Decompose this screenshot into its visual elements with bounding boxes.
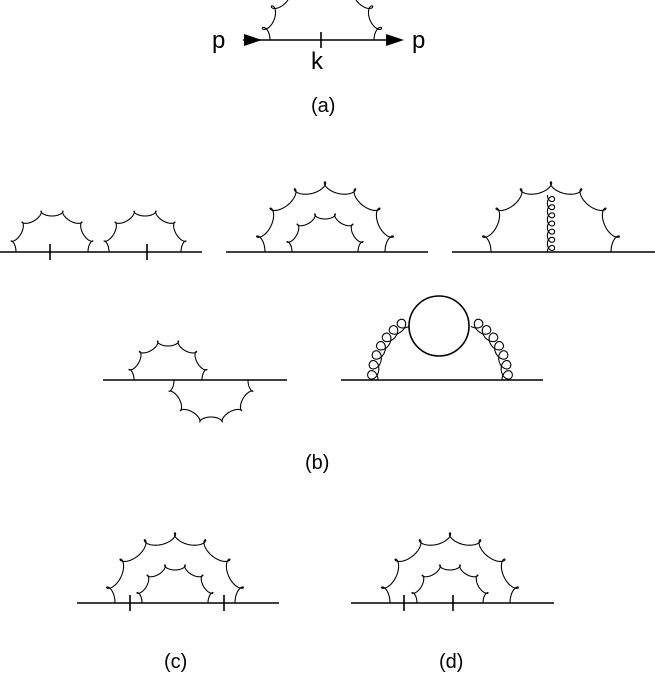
gluon-arc-a — [261, 0, 383, 41]
gluon-arc-inner — [136, 564, 214, 603]
gluon-arc-lower — [168, 380, 254, 423]
gluon-arc — [481, 181, 621, 253]
diagram-b3-gluon-exchange — [452, 181, 655, 253]
gluon-arc — [103, 210, 187, 252]
diagram-a: p p k (a) — [212, 0, 425, 117]
fermion-loop-bubble — [408, 295, 470, 357]
caption-c: (c) — [164, 651, 187, 673]
diagram-c: (c) — [77, 532, 279, 673]
gluon-arc-inner — [286, 213, 364, 252]
gluon-arc-right — [470, 318, 513, 381]
gluon-arc-outer — [255, 181, 395, 253]
gluon-arc — [10, 210, 94, 252]
caption-b: (b) — [305, 452, 329, 474]
momentum-label-k: k — [311, 48, 324, 75]
incoming-arrow — [244, 34, 262, 46]
gluon-arc-outer — [105, 532, 245, 604]
diagram-b4-crossed — [103, 340, 287, 423]
diagram-b1-two-rainbows — [0, 210, 202, 260]
diagram-b5-gluon-bubble — [341, 295, 543, 381]
diagram-b2-nested-rainbow — [226, 181, 428, 253]
gluon-vertical — [546, 194, 556, 253]
gluon-arc-left — [367, 318, 410, 381]
diagram-d: (d) — [351, 532, 554, 673]
gluon-arc-outer — [380, 532, 520, 604]
outgoing-arrow — [386, 34, 404, 46]
caption-a: (a) — [311, 95, 335, 117]
momentum-label-p-out: p — [412, 27, 425, 54]
gluon-arc-upper — [128, 340, 208, 380]
momentum-label-p-in: p — [212, 27, 225, 54]
gluon-arc-inner — [411, 564, 489, 603]
caption-d: (d) — [439, 651, 463, 673]
